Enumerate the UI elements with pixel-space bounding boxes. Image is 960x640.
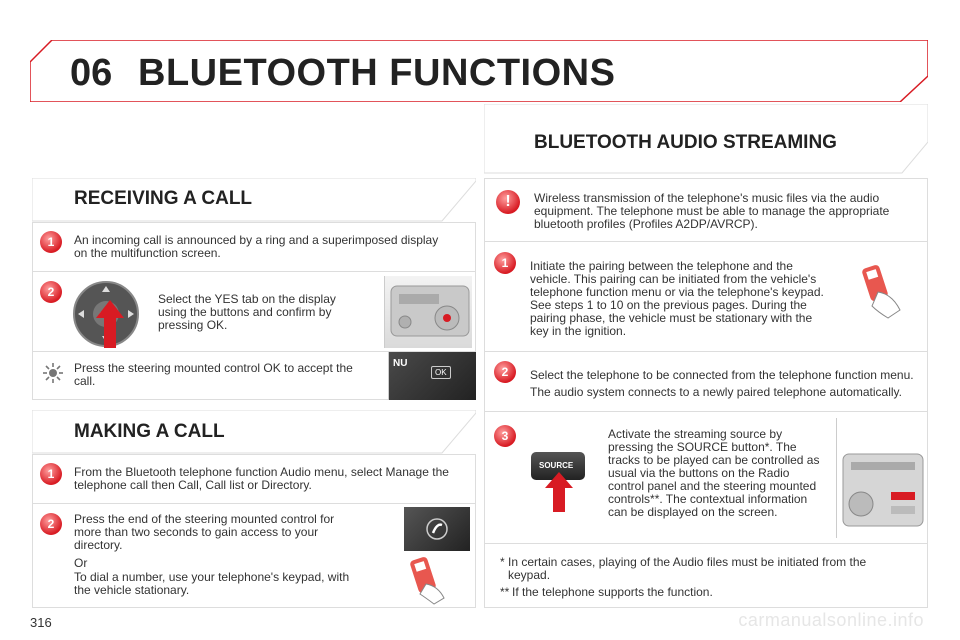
- page-title: BLUETOOTH FUNCTIONS: [138, 52, 616, 94]
- mobile-phone-hand-icon: [862, 265, 901, 319]
- streaming-warning: [484, 178, 928, 242]
- streaming-notes: [484, 544, 928, 608]
- making-step2-text: Press the end of the steering mounted co…: [74, 512, 335, 552]
- making-title: MAKING A CALL: [74, 421, 225, 442]
- note1-text: In certain cases, playing of the Audio f…: [508, 555, 867, 582]
- making-step1-text: From the Bluetooth telephone function Au…: [74, 465, 449, 492]
- streaming-step2-text: Select the telephone to be connected fro…: [530, 368, 914, 382]
- receiving-step1-text: An incoming call is announced by a ring …: [74, 233, 439, 260]
- chapter-number: 06: [70, 52, 113, 94]
- red-arrow-icon: [96, 300, 124, 348]
- note2-mark: **: [500, 585, 510, 599]
- ok-key-label: OK: [431, 366, 451, 379]
- note1-mark: *: [500, 555, 505, 569]
- phone-handset-icon: [426, 518, 448, 540]
- step-badge: 1: [494, 252, 516, 274]
- step-badge: 2: [494, 361, 516, 383]
- streaming-step2-text2: The audio system connects to a newly pai…: [530, 385, 902, 399]
- radio-panel-icon: [390, 285, 470, 337]
- red-arrow-icon: [545, 472, 573, 512]
- source-label: SOURCE: [539, 461, 574, 470]
- making-title-frame: [32, 410, 476, 454]
- note2-text: If the telephone supports the function.: [512, 585, 713, 599]
- warning-icon: !: [496, 190, 520, 214]
- menu-label: NU: [393, 358, 408, 369]
- step-badge: 2: [40, 281, 62, 303]
- streaming-step2: [484, 352, 928, 412]
- making-step2-text2: To dial a number, use your telephone's k…: [74, 570, 350, 597]
- radio-panel-image: [836, 418, 924, 538]
- streaming-warning-text: Wireless transmission of the telephone's…: [534, 191, 890, 231]
- making-step1: [32, 454, 476, 504]
- receiving-tip-text: Press the steering mounted control OK to…: [74, 361, 353, 388]
- step-badge: 1: [40, 463, 62, 485]
- making-step2: [32, 504, 476, 608]
- streaming-step1: [484, 242, 928, 352]
- making-step2-or: Or: [74, 556, 88, 570]
- receiving-step2-text: Select the YES tab on the display using …: [158, 292, 336, 332]
- streaming-step1-text: Initiate the pairing between the telepho…: [530, 259, 824, 338]
- streaming-title-frame: [484, 104, 928, 174]
- receiving-title: RECEIVING A CALL: [74, 188, 253, 209]
- page-number: 316: [30, 615, 52, 630]
- steering-ok-image: NU OK: [388, 352, 476, 400]
- steering-phone-image: [404, 507, 470, 551]
- tip-sun-icon: [43, 363, 63, 383]
- receiving-step1: [32, 222, 476, 272]
- step-badge: 3: [494, 425, 516, 447]
- mobile-phone-hand-icon: [410, 557, 445, 605]
- streaming-step3-text: Activate the streaming source by pressin…: [608, 427, 820, 519]
- step-badge: 2: [40, 513, 62, 535]
- radio-panel-image: [384, 276, 472, 348]
- streaming-title: BLUETOOTH AUDIO STREAMING: [534, 132, 837, 153]
- receiving-title-frame: [32, 178, 476, 222]
- watermark: carmanualsonline.info: [738, 610, 924, 630]
- radio-panel-icon: [842, 453, 924, 527]
- step-badge: 1: [40, 231, 62, 253]
